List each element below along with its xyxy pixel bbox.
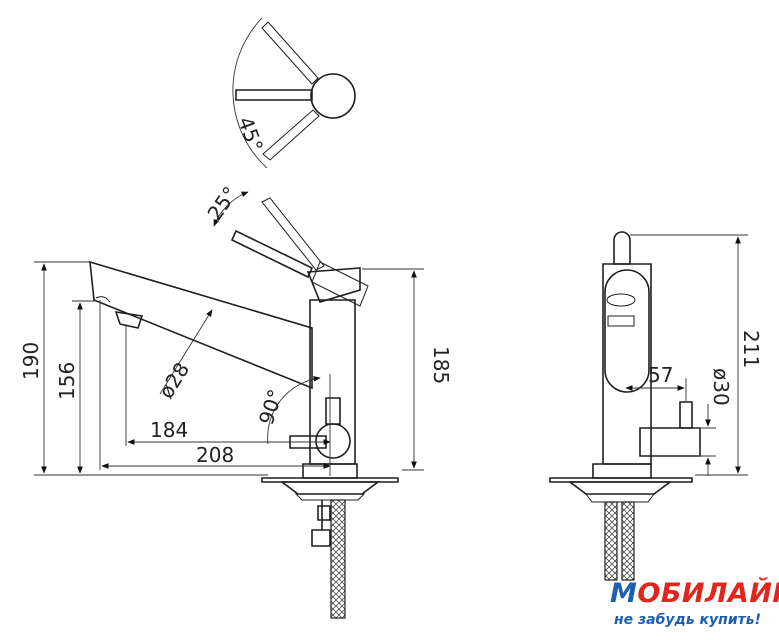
front-cartridge-head xyxy=(306,267,361,303)
dim-overall-height: 190 xyxy=(19,342,43,380)
front-supply-hose xyxy=(330,499,346,619)
dim-body-diameter: ø30 xyxy=(709,368,733,406)
logo-first-letter: М xyxy=(610,578,638,609)
rotation-arc xyxy=(232,17,268,169)
dim-spout-reach-outer: 208 xyxy=(196,443,234,467)
front-spout-aerator xyxy=(114,311,144,329)
top-handle-lever xyxy=(235,89,313,101)
dim-spout-reach-inner: 184 xyxy=(150,418,188,442)
side-spout-section xyxy=(604,269,650,393)
top-view: 45° xyxy=(232,17,356,169)
front-lever-raised xyxy=(261,197,325,271)
front-lever xyxy=(230,229,314,279)
dim-side-offset: 57 xyxy=(648,363,673,387)
dim-side-height: 211 xyxy=(739,330,763,368)
front-supply-fitting xyxy=(317,505,331,521)
front-body-column xyxy=(309,299,356,465)
front-spout xyxy=(89,260,313,390)
side-view: 211 57 ø30 xyxy=(549,231,763,581)
mobilain-logo: МОБИЛАЙН не забудь купить! xyxy=(600,578,779,636)
top-handle-rotated-up xyxy=(261,21,319,85)
side-body xyxy=(602,263,652,465)
side-supply-hose-left xyxy=(604,501,618,581)
rotation-angle-label: 45° xyxy=(233,114,268,156)
side-inlet-block xyxy=(639,427,701,457)
logo-title: МОБИЛАЙН xyxy=(610,578,779,609)
front-inlet-valve xyxy=(315,423,351,459)
dim-body-height: 185 xyxy=(429,346,453,384)
side-supply-hose-right xyxy=(621,501,635,581)
logo-rest: ОБИЛАЙН xyxy=(637,578,779,609)
dim-spout-diameter: ø28 xyxy=(154,358,194,403)
front-base-nut xyxy=(279,481,381,495)
side-base-nut xyxy=(567,481,673,495)
dim-handle-tilt: 25° xyxy=(202,182,242,225)
logo-slogan: не забудь купить! xyxy=(614,612,762,628)
side-escutcheon xyxy=(592,463,652,479)
top-handle-rotated-down xyxy=(262,109,320,161)
dim-spout-height: 156 xyxy=(55,362,79,400)
side-lever xyxy=(613,231,631,265)
front-view: 190 156 ø28 184 208 90° 25° 185 xyxy=(19,182,453,619)
top-handle-knob xyxy=(310,73,356,119)
dim-body-angle: 90° xyxy=(254,386,288,427)
